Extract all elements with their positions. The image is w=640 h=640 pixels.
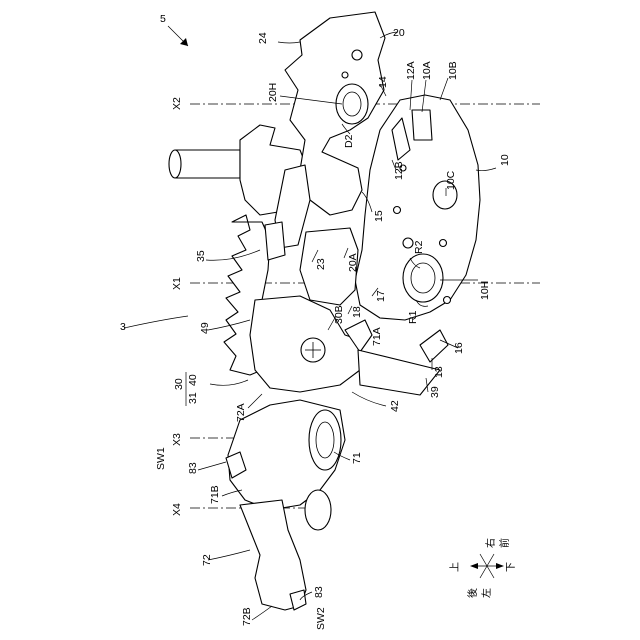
- label-39: 39: [429, 386, 441, 398]
- label-14: 14: [377, 76, 389, 88]
- label-35: 35: [195, 250, 207, 262]
- label-16: 16: [453, 342, 465, 354]
- label-SW1: SW1: [155, 447, 167, 470]
- label-R1: R1: [407, 310, 419, 324]
- label-10: 10: [499, 154, 511, 166]
- label-24: 24: [257, 32, 269, 44]
- label-D2: D2: [343, 134, 355, 148]
- label-10C: 10C: [445, 170, 457, 190]
- label-10H: 10H: [479, 281, 491, 300]
- label-15: 15: [373, 210, 385, 222]
- label-10B: 10B: [447, 61, 459, 80]
- label-23: 23: [315, 258, 327, 270]
- label-10A: 10A: [421, 61, 433, 80]
- label-71B: 71B: [209, 485, 221, 504]
- dir-up: 上: [449, 562, 461, 572]
- label-12B: 12B: [393, 161, 405, 180]
- label-49: 49: [199, 322, 211, 334]
- dir-right: 右: [484, 538, 497, 548]
- label-71A: 71A: [371, 327, 383, 346]
- tab-39-part: [420, 330, 448, 362]
- label-72: 72: [201, 554, 213, 566]
- label-5: 5: [160, 13, 166, 25]
- label-71: 71: [351, 452, 363, 464]
- label-30B: 30B: [333, 305, 345, 324]
- label-13: 13: [433, 366, 445, 378]
- label-X2: X2: [171, 97, 183, 110]
- dir-back: 後: [466, 588, 479, 598]
- label-72A: 72A: [235, 403, 247, 422]
- label-30: 30: [173, 378, 185, 390]
- dir-left: 左: [480, 588, 493, 598]
- label-20H: 20H: [267, 83, 279, 102]
- shaft-part: [172, 150, 241, 178]
- label-17: 17: [375, 290, 387, 302]
- dir-front: 前: [498, 538, 511, 548]
- label-72B: 72B: [241, 607, 253, 626]
- label-12A: 12A: [405, 61, 417, 80]
- label-31: 31: [187, 392, 199, 404]
- label-20A: 20A: [347, 253, 359, 272]
- label-83-upper: 83: [187, 462, 199, 474]
- label-18: 18: [351, 306, 363, 318]
- label-X1: X1: [171, 277, 183, 290]
- label-40: 40: [187, 374, 199, 386]
- label-X3: X3: [171, 433, 183, 446]
- label-20: 20: [393, 27, 405, 39]
- label-R2: R2: [413, 240, 425, 254]
- hole-10H: [403, 254, 443, 302]
- label-SW2: SW2: [315, 607, 327, 630]
- cylinder-71: [309, 410, 341, 470]
- label-42: 42: [389, 400, 401, 412]
- label-X4: X4: [171, 503, 183, 516]
- label-83-lower: 83: [313, 586, 325, 598]
- direction-indicator: 上 右 前 下 後 左: [449, 538, 517, 598]
- label-3: 3: [120, 321, 126, 333]
- dir-down: 下: [506, 562, 517, 572]
